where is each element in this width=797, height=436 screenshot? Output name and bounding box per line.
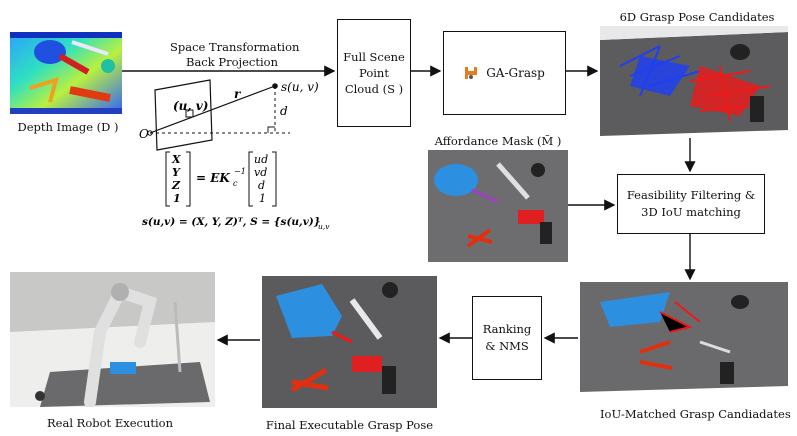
eq-rhs-0: ud xyxy=(254,153,268,166)
grasp-candidates-label: 6D Grasp Pose Candidates xyxy=(619,10,775,24)
ga-grasp-box: GA-Grasp xyxy=(443,31,566,115)
eq-sup: −1 xyxy=(234,167,246,176)
r-label: r xyxy=(234,87,242,101)
eq-lhs-1: Y xyxy=(172,166,181,179)
eq-sub: c xyxy=(233,179,238,188)
iou-matched-image xyxy=(580,282,788,392)
depth-image xyxy=(10,32,122,114)
feasibility-line2: 3D IoU matching xyxy=(641,205,741,219)
ga-grasp-label: GA-Grasp xyxy=(486,66,545,80)
eq-rhs-1: vd xyxy=(254,166,267,179)
full-scene-line2: Point xyxy=(359,66,389,80)
eq-lhs-2: Z xyxy=(171,179,181,192)
depth-image-label: Depth Image (D ) xyxy=(17,120,119,134)
d-label: d xyxy=(280,104,288,118)
eq-lhs-3: 1 xyxy=(173,192,181,205)
affordance-mask-image xyxy=(428,150,568,262)
iou-matched-label: IoU-Matched Grasp Candiadates xyxy=(600,407,791,421)
robot-image xyxy=(10,272,215,407)
eq-rhs-2: d xyxy=(258,179,265,192)
origin-label: O xyxy=(139,127,149,141)
robot-label: Real Robot Execution xyxy=(47,416,173,430)
uv-label: (u, v) xyxy=(173,99,208,113)
space-transform-label: Space Transformation xyxy=(170,40,300,54)
ranking-line1: Ranking xyxy=(482,322,532,336)
back-projection-label: Back Projection xyxy=(186,55,278,69)
eq-line2-sub: u,v xyxy=(318,222,330,231)
projection-sketch xyxy=(147,79,290,151)
ranking-box: Ranking & NMS xyxy=(472,296,542,380)
affordance-mask-label: Affordance Mask (M̃ ) xyxy=(434,134,562,148)
ranking-line2: & NMS xyxy=(485,339,529,353)
full-scene-box: Full Scene Point Cloud (S ) xyxy=(337,19,411,127)
full-scene-line3: Cloud (S ) xyxy=(344,82,404,96)
full-scene-line1: Full Scene xyxy=(343,50,405,64)
gripper-icon xyxy=(464,66,478,80)
feasibility-box: Feasibility Filtering & 3D IoU matching xyxy=(617,174,765,234)
final-pose-label: Final Executable Grasp Pose xyxy=(265,418,434,432)
final-grasp-image xyxy=(262,276,437,408)
equation: X Y Z 1 = EK c −1 ud vd d 1 s(u,v) = (X,… xyxy=(142,151,330,231)
point-label: s(u, v) xyxy=(281,80,319,94)
eq-rhs-3: 1 xyxy=(259,192,266,205)
eq-line2: s(u,v) = (X, Y, Z)ᵀ, S = {s(u,v)} xyxy=(142,216,321,228)
eq-mid: = EK xyxy=(196,171,230,185)
eq-lhs-0: X xyxy=(171,153,181,166)
feasibility-line1: Feasibility Filtering & xyxy=(626,188,756,202)
grasp-candidates-image xyxy=(600,26,788,136)
